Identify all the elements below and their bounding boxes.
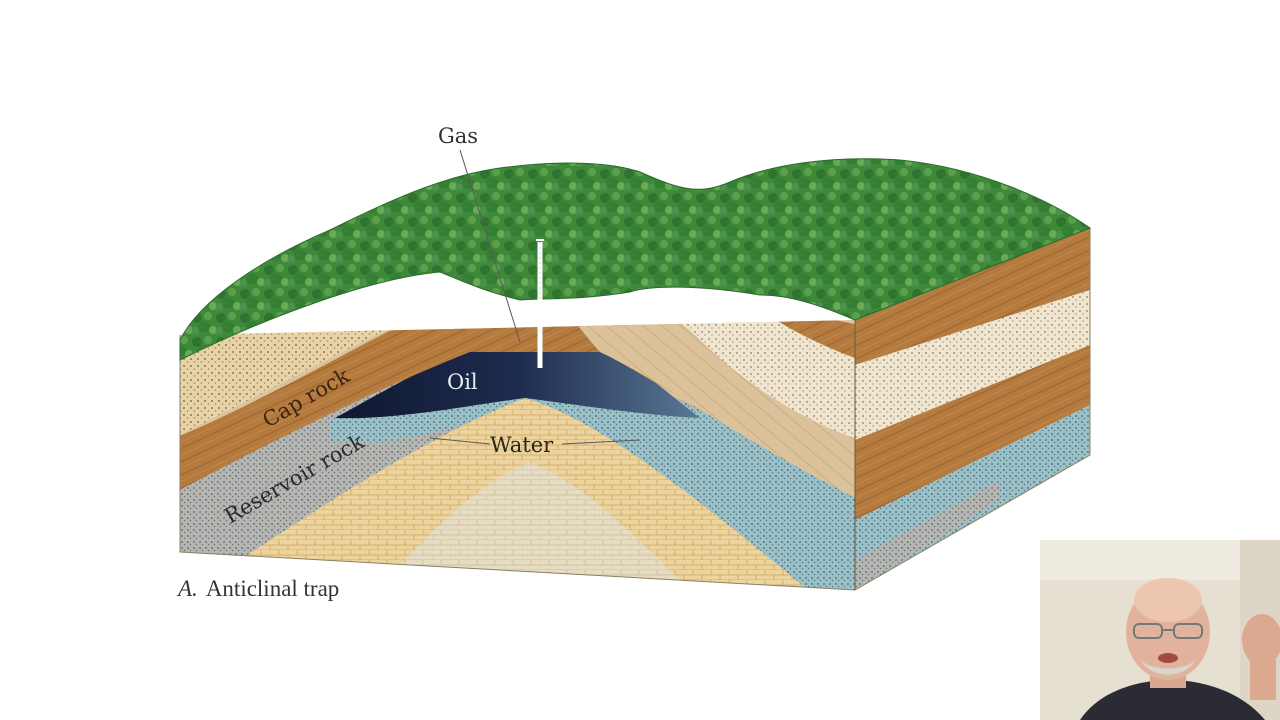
upper-sandstone-layer <box>180 320 470 440</box>
drilling-rig <box>536 239 544 368</box>
water-leader-left <box>429 437 491 445</box>
right-tan-layer <box>540 320 855 500</box>
water-leader-right <box>561 439 641 445</box>
right-dotted-layer <box>630 320 855 440</box>
oil-label: Oil <box>447 370 478 394</box>
forest-surface <box>179 158 1092 361</box>
caption-text: Anticlinal trap <box>205 576 340 601</box>
gas-leader-line <box>459 149 521 343</box>
inner-core-layer <box>370 462 700 590</box>
gas-label: Gas <box>438 124 478 148</box>
water-label: Water <box>490 433 554 457</box>
figure-caption: A. Anticlinal trap <box>178 576 339 602</box>
presenter-webcam <box>1040 540 1280 720</box>
presenter-video-icon <box>1040 540 1280 720</box>
caption-letter: A. <box>178 576 198 601</box>
front-cross-section <box>180 320 855 590</box>
oil-reservoir <box>335 352 700 419</box>
